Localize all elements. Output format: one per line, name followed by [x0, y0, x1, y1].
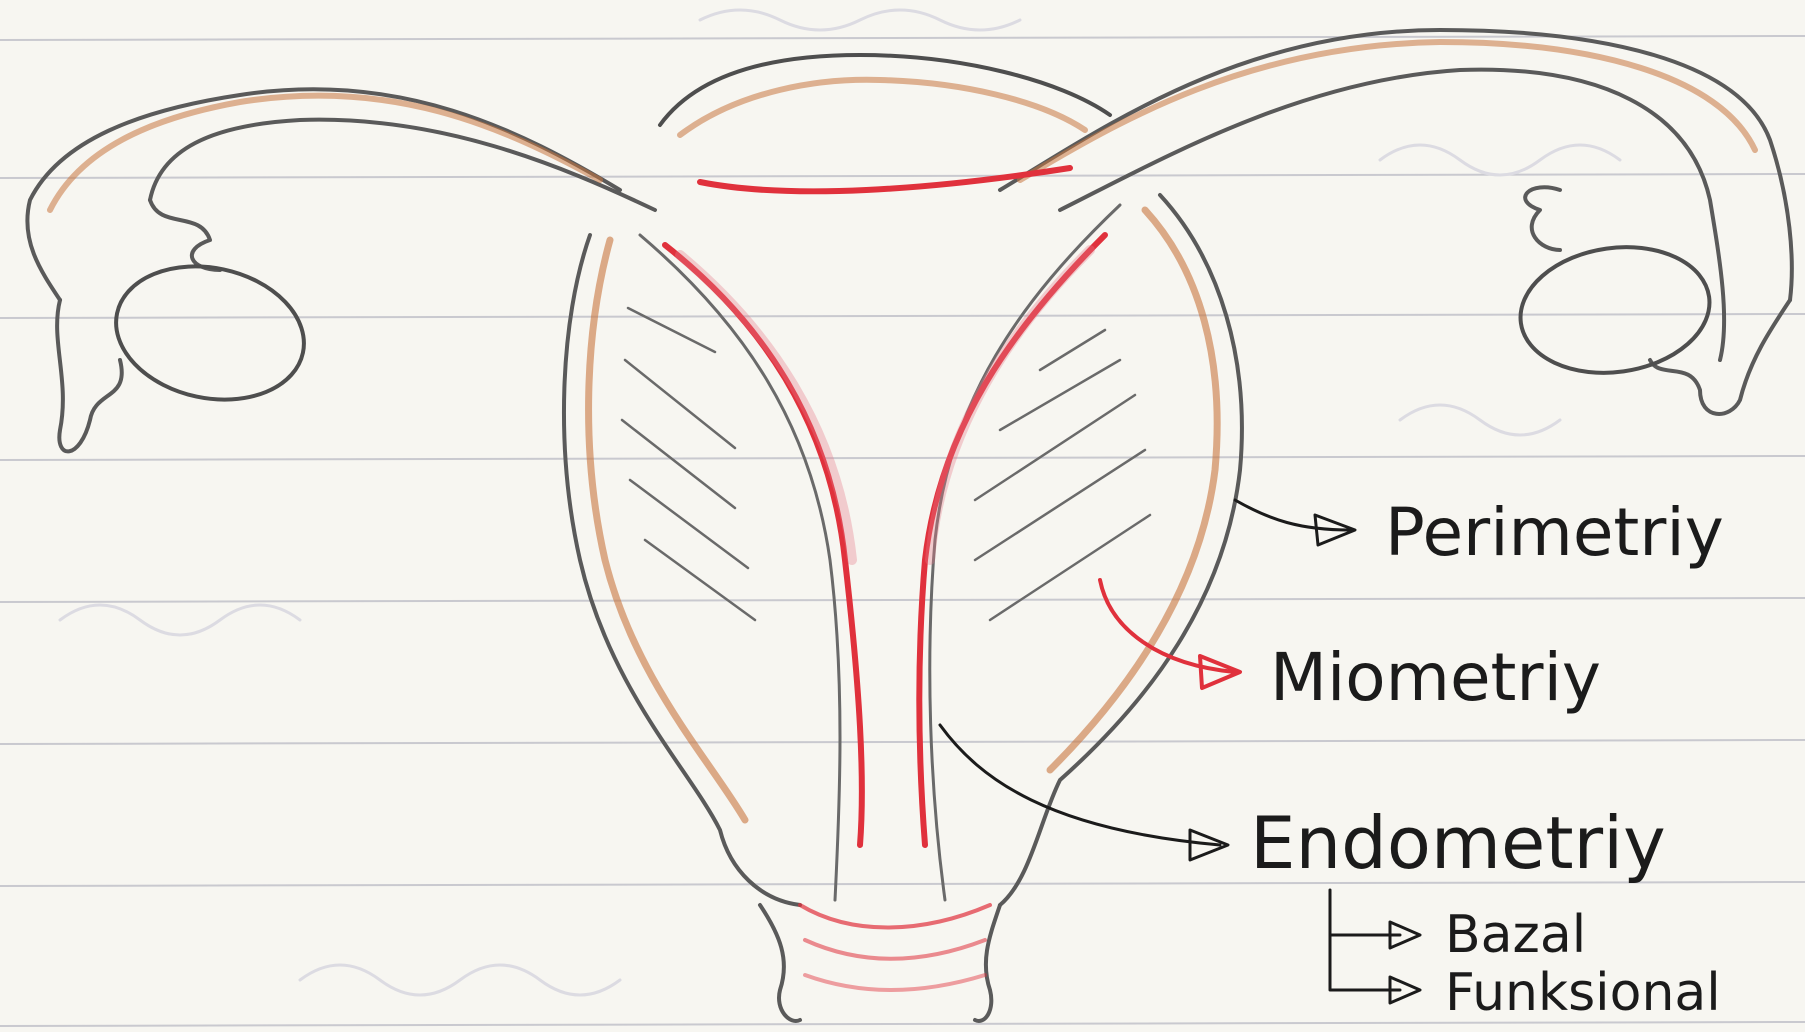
perimetry-pointer [1235, 500, 1350, 530]
fallopian-tubes [27, 30, 1791, 451]
left-ovary [104, 250, 317, 417]
endometrium [665, 168, 1105, 845]
right-tube-lower-edge [1060, 70, 1724, 360]
perimetry-label: Perimetriy [1385, 494, 1724, 571]
funksional-label: Funksional [1445, 963, 1721, 1023]
label-pointers [940, 500, 1420, 1003]
endometry-label: Endometriy [1250, 801, 1666, 885]
right-outer-wall [1000, 195, 1242, 905]
right-tube-upper-edge [1000, 30, 1792, 300]
uterine-fundus [660, 55, 1110, 125]
bazal-label: Bazal [1445, 905, 1586, 965]
miometry-label: Miometriy [1270, 639, 1601, 716]
cervix [760, 905, 1000, 1021]
endometrium-right [919, 235, 1105, 845]
right-ovary [1512, 235, 1717, 384]
uterus-outer-wall [564, 195, 1242, 905]
myometrium-hatching [622, 308, 1150, 620]
left-fimbriae [57, 300, 122, 451]
